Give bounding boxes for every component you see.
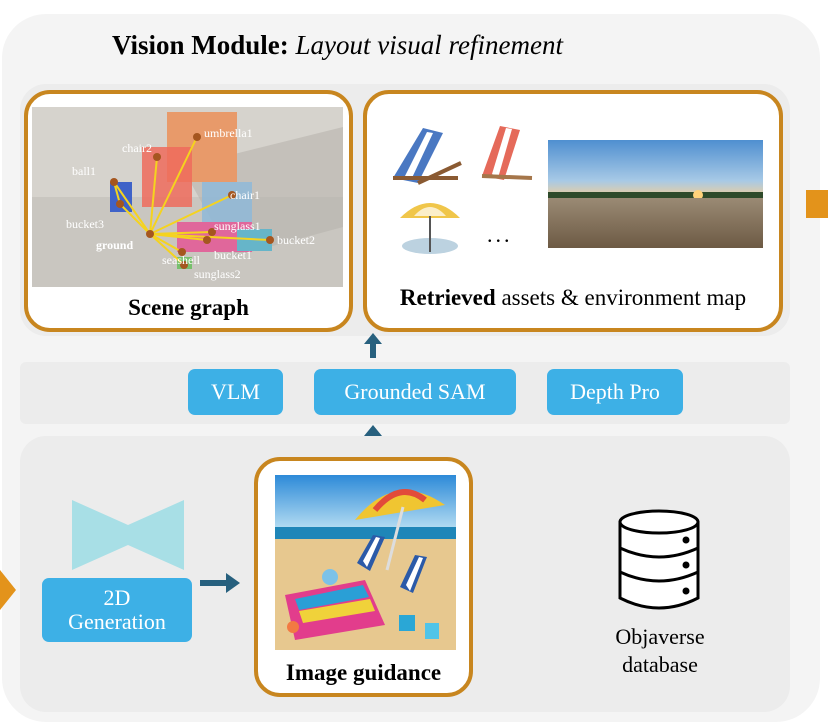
vlm-button[interactable]: VLM	[188, 369, 283, 415]
beach-umbrella-image	[400, 203, 460, 254]
node-ball1: ball1	[72, 164, 96, 178]
image-guidance-caption: Image guidance	[285, 660, 442, 685]
module-title: Vision Module: Layout visual refinement	[112, 30, 563, 60]
deckchair-red-image	[481, 126, 533, 180]
node-chair1: chair1	[230, 188, 260, 202]
database-icon	[618, 509, 700, 610]
right-side-arrow-icon	[806, 190, 828, 218]
arrow-generation-to-guidance	[200, 573, 240, 593]
image-guidance-image	[275, 475, 456, 650]
node-hub: ground	[96, 238, 133, 252]
generator-bowtie-icon	[72, 500, 184, 570]
deckchair-blue-image	[393, 128, 462, 185]
database-label-line2: database	[622, 652, 698, 677]
node-bucket1: bucket1	[214, 248, 252, 262]
grounded-sam-button[interactable]: Grounded SAM	[314, 369, 516, 415]
node-chair2: chair2	[122, 141, 152, 155]
depth-pro-button[interactable]: Depth Pro	[547, 369, 683, 415]
node-bucket3: bucket3	[66, 217, 104, 231]
arrow-sam-to-retrieved	[364, 333, 382, 363]
scene-graph-caption: Scene graph	[128, 295, 249, 320]
scene-graph-image: umbrella1 chair2 ball1 chair1 bucket3 su…	[32, 107, 343, 287]
node-sunglass2: sunglass2	[194, 267, 241, 281]
generation-button[interactable]: 2D Generation	[42, 578, 192, 642]
retrieved-caption: Retrieved assets & environment map	[399, 285, 747, 310]
left-side-arrow-icon	[0, 570, 16, 610]
node-umbrella1: umbrella1	[204, 126, 253, 140]
retrieved-ellipsis: ...	[487, 222, 513, 247]
database-label-line1: Objaverse	[615, 624, 705, 649]
environment-map-image	[548, 140, 763, 248]
node-sunglass1: sunglass1	[214, 219, 261, 233]
node-bucket2: bucket2	[277, 233, 315, 247]
database-label: Objaverse database	[585, 623, 735, 679]
node-seashell: seashell	[162, 253, 201, 267]
